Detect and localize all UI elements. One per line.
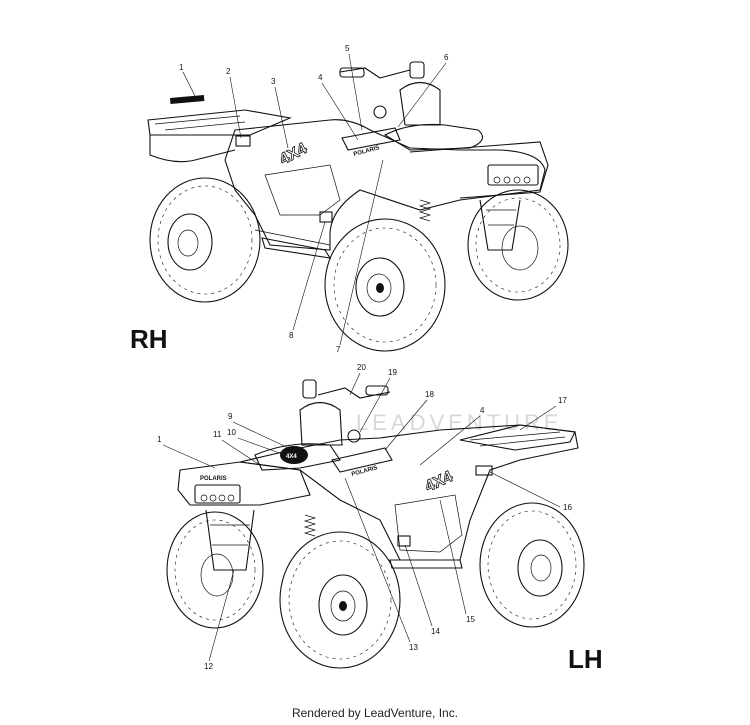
lh-rear-rack	[459, 424, 576, 451]
rh-decal-brand: POLARIS	[353, 145, 380, 158]
lh-view-label: LH	[568, 644, 603, 674]
watermark: LEADVENTURE	[356, 410, 563, 435]
lh-rear-tire	[479, 502, 585, 628]
rh-fender-decal	[235, 135, 251, 147]
callout-11: 11	[213, 430, 222, 439]
rh-front-far-tire	[467, 189, 569, 301]
lh-side-decal	[397, 535, 411, 547]
lh-seat	[254, 443, 341, 471]
callout-5: 5	[345, 44, 350, 53]
lh-front-far-tire	[166, 511, 264, 629]
lh-small-4x4: 4X4	[286, 454, 297, 460]
lh-callouts: 1 9 10 11 12 13 14 15 16 17 18 4 19	[157, 363, 572, 671]
callout-1b: 1	[157, 435, 162, 444]
rh-body	[224, 119, 546, 259]
callout-19: 19	[388, 368, 397, 377]
rh-spring	[418, 199, 432, 222]
rh-decal-4x4: 4X4	[277, 140, 310, 168]
lh-decal-4x4: 4X4	[423, 468, 456, 495]
rh-seat	[383, 123, 484, 151]
rh-rack-decal	[170, 95, 205, 104]
callout-13: 13	[409, 643, 418, 652]
callout-4b: 4	[480, 406, 485, 415]
atv-right-hand-view: 4X4 POLARIS 1 2 3 4 5 6 7 8 RH	[130, 44, 569, 354]
callout-10: 10	[227, 428, 236, 437]
callout-15: 15	[466, 615, 475, 624]
callout-18: 18	[425, 390, 434, 399]
callout-4: 4	[318, 73, 323, 82]
rh-callouts: 1 2 3 4 5 6 7 8	[179, 44, 449, 354]
lh-decal-brand: POLARIS	[351, 465, 378, 478]
rh-rear-rack	[147, 109, 292, 163]
lh-tank-decal: 4X4	[280, 446, 308, 464]
callout-7: 7	[336, 345, 341, 354]
callout-6: 6	[444, 53, 449, 62]
lh-handlebar	[299, 379, 391, 446]
lh-body	[239, 424, 579, 569]
callout-9: 9	[228, 412, 233, 421]
lh-decal-stripe	[331, 447, 393, 473]
callout-20: 20	[357, 363, 366, 372]
rh-rear-tire	[149, 177, 261, 303]
rh-handlebar	[339, 61, 441, 126]
lh-front-near-tire	[279, 531, 401, 669]
callout-17: 17	[558, 396, 567, 405]
callout-1: 1	[179, 63, 184, 72]
rh-view-label: RH	[130, 324, 168, 354]
rh-decal-stripe	[341, 127, 401, 151]
callout-8: 8	[289, 331, 294, 340]
callout-14: 14	[431, 627, 440, 636]
footer-credit: Rendered by LeadVenture, Inc.	[291, 706, 459, 720]
lh-bumper-brand: POLARIS	[200, 476, 227, 482]
rh-front-bumper	[409, 141, 549, 251]
rh-side-decal	[319, 211, 333, 223]
rh-front-near-tire	[324, 218, 446, 352]
callout-2: 2	[226, 67, 231, 76]
callout-16: 16	[563, 503, 572, 512]
callout-3: 3	[271, 77, 276, 86]
callout-12: 12	[204, 662, 213, 671]
lh-spring	[303, 514, 317, 537]
lh-fender-decal	[475, 465, 493, 476]
